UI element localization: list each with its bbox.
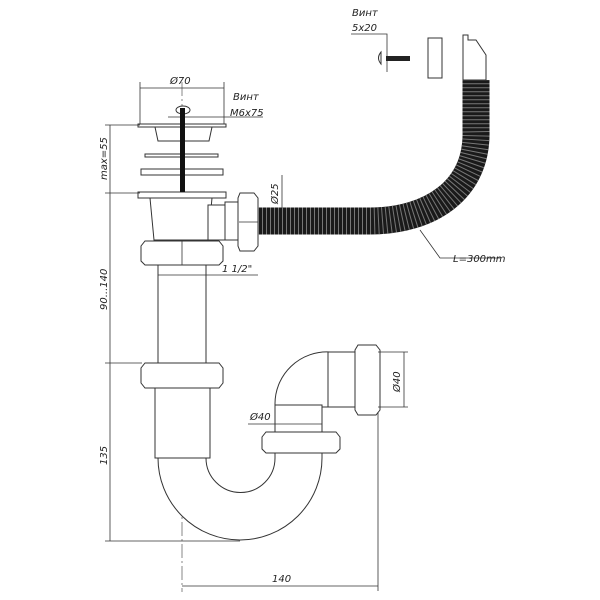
trap-depth-label: 135	[99, 446, 110, 465]
small-screw-label: Винт	[352, 8, 379, 19]
hose-diameter-label: Ø25	[269, 183, 281, 205]
width-label: 140	[272, 574, 291, 585]
hose-length-label: L=300mm	[453, 254, 506, 265]
pipe-diameter-label: Ø40	[249, 411, 271, 423]
thread-size-label: 1 1/2"	[222, 264, 252, 275]
gasket-part	[427, 37, 443, 79]
trap-bend	[157, 344, 381, 541]
strainer-assembly	[137, 105, 259, 252]
strainer-diameter-dimension: Ø70	[139, 75, 225, 125]
width-dimension: 140	[182, 412, 379, 591]
diameter-dimensions: Ø40 Ø40	[248, 351, 408, 425]
trap-nut	[261, 431, 341, 454]
main-screw-size: M6x75	[230, 108, 264, 119]
screw-icon	[386, 56, 410, 61]
strainer-diameter-label: Ø70	[169, 75, 191, 87]
small-screw-set: Винт 5x20	[351, 8, 487, 81]
main-screw-label: Винт	[233, 92, 260, 103]
small-screw-size: 5x20	[352, 23, 377, 34]
vertical-pipe: 1 1/2"	[140, 240, 258, 459]
corrugated-hose: Ø25 L=300mm	[258, 80, 506, 265]
max-thickness-label: max=55	[99, 137, 110, 180]
height-adjust-label: 90...140	[99, 269, 110, 310]
outlet-nut	[354, 344, 381, 416]
height-dimensions: max=55 90...140 135	[99, 124, 240, 542]
hose-clip-part	[462, 34, 487, 81]
outlet-diameter-label: Ø40	[391, 371, 403, 393]
